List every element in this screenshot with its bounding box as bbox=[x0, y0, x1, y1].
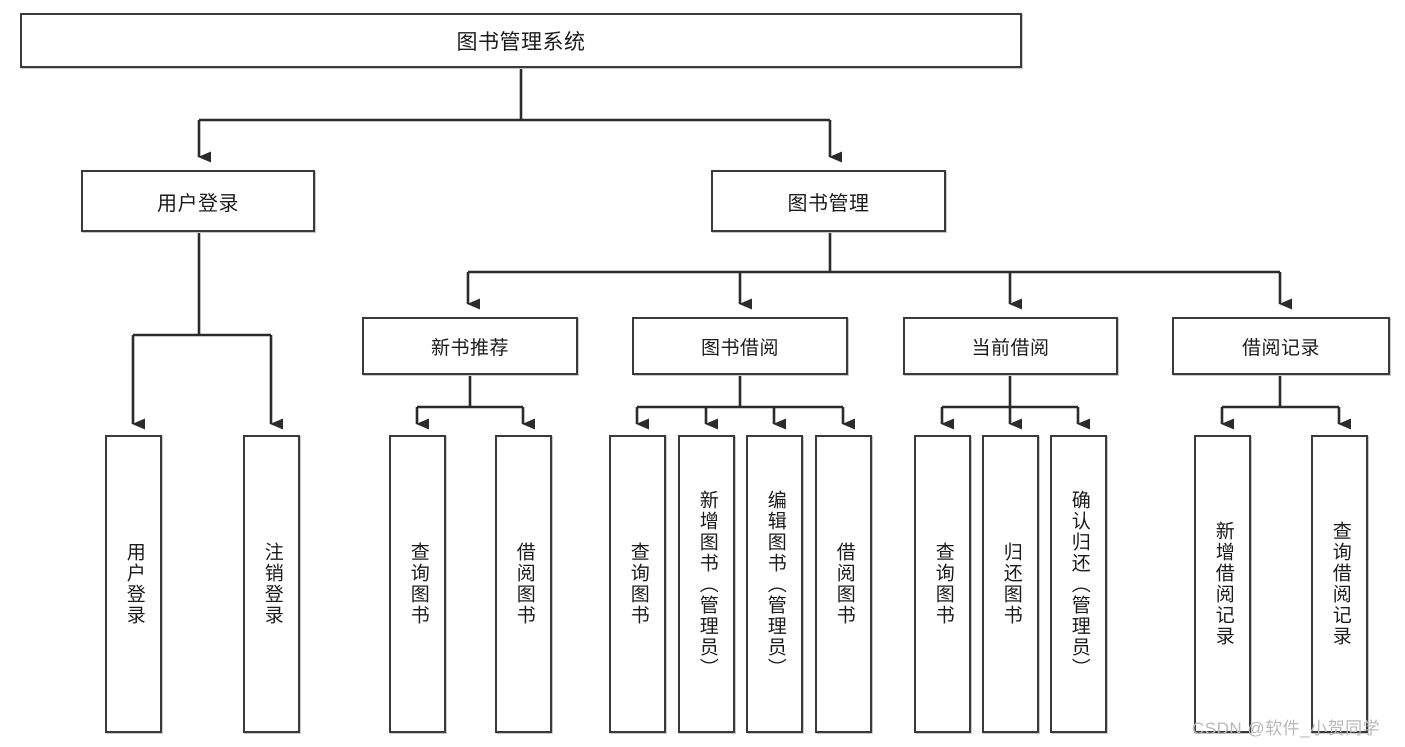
connector-group-book-borrow bbox=[635, 375, 855, 430]
node-label: 图书管理 bbox=[787, 192, 870, 215]
node-label: 查询借阅记录 bbox=[1329, 521, 1351, 647]
node-leaf-return-book[interactable]: 归还图书 bbox=[982, 435, 1039, 733]
node-label: 新书推荐 bbox=[430, 337, 509, 359]
node-label: 注销登录 bbox=[261, 542, 283, 626]
node-leaf-confirm-return-admin[interactable]: 确认归还（管理员） bbox=[1050, 435, 1107, 733]
connector-group-current-borrow bbox=[940, 375, 1090, 430]
node-leaf-add-borrow-record[interactable]: 新增借阅记录 bbox=[1194, 435, 1251, 733]
node-label: 图书借阅 bbox=[700, 337, 779, 359]
connector-group-book-manage bbox=[466, 232, 1292, 310]
node-leaf-query-book-recommend[interactable]: 查询图书 bbox=[389, 435, 446, 733]
connector-group-user-login bbox=[131, 232, 283, 430]
node-label: 用户登录 bbox=[123, 542, 145, 626]
node-label: 查询图书 bbox=[407, 542, 429, 626]
connector-group-root bbox=[197, 68, 842, 163]
node-leaf-add-book-admin[interactable]: 新增图书（管理员） bbox=[678, 435, 735, 733]
node-label: 查询图书 bbox=[932, 542, 954, 626]
node-leaf-user-login[interactable]: 用户登录 bbox=[105, 435, 162, 733]
node-root-system[interactable]: 图书管理系统 bbox=[20, 13, 1022, 68]
node-leaf-query-book-current[interactable]: 查询图书 bbox=[914, 435, 971, 733]
node-leaf-borrow-book-recommend[interactable]: 借阅图书 bbox=[495, 435, 552, 733]
node-borrow-record[interactable]: 借阅记录 bbox=[1172, 317, 1390, 375]
node-label: 归还图书 bbox=[1000, 542, 1022, 626]
connector-group-borrow-record bbox=[1220, 375, 1351, 430]
node-label: 用户登录 bbox=[157, 192, 239, 215]
node-label: 新增借阅记录 bbox=[1212, 521, 1234, 647]
node-label: 确认归还（管理员） bbox=[1068, 489, 1090, 679]
node-user-login[interactable]: 用户登录 bbox=[81, 170, 315, 232]
node-leaf-borrow-book[interactable]: 借阅图书 bbox=[815, 435, 872, 733]
node-book-borrow[interactable]: 图书借阅 bbox=[632, 317, 848, 375]
node-label: 新增图书（管理员） bbox=[696, 489, 718, 679]
node-current-borrow[interactable]: 当前借阅 bbox=[903, 317, 1118, 375]
node-label: 借阅记录 bbox=[1241, 337, 1320, 359]
node-new-book-recommend[interactable]: 新书推荐 bbox=[362, 317, 578, 375]
node-label: 编辑图书（管理员） bbox=[764, 489, 786, 679]
node-leaf-query-book[interactable]: 查询图书 bbox=[609, 435, 666, 733]
node-label: 图书管理系统 bbox=[456, 30, 586, 54]
node-leaf-edit-book-admin[interactable]: 编辑图书（管理员） bbox=[746, 435, 803, 733]
node-label: 查询图书 bbox=[627, 542, 649, 626]
node-leaf-logout[interactable]: 注销登录 bbox=[243, 435, 300, 733]
node-leaf-query-borrow-record[interactable]: 查询借阅记录 bbox=[1311, 435, 1368, 733]
node-label: 当前借阅 bbox=[971, 337, 1050, 359]
node-label: 借阅图书 bbox=[833, 542, 855, 626]
node-book-management[interactable]: 图书管理 bbox=[711, 170, 946, 232]
node-label: 借阅图书 bbox=[513, 542, 535, 626]
connector-group-new-book bbox=[415, 375, 535, 430]
